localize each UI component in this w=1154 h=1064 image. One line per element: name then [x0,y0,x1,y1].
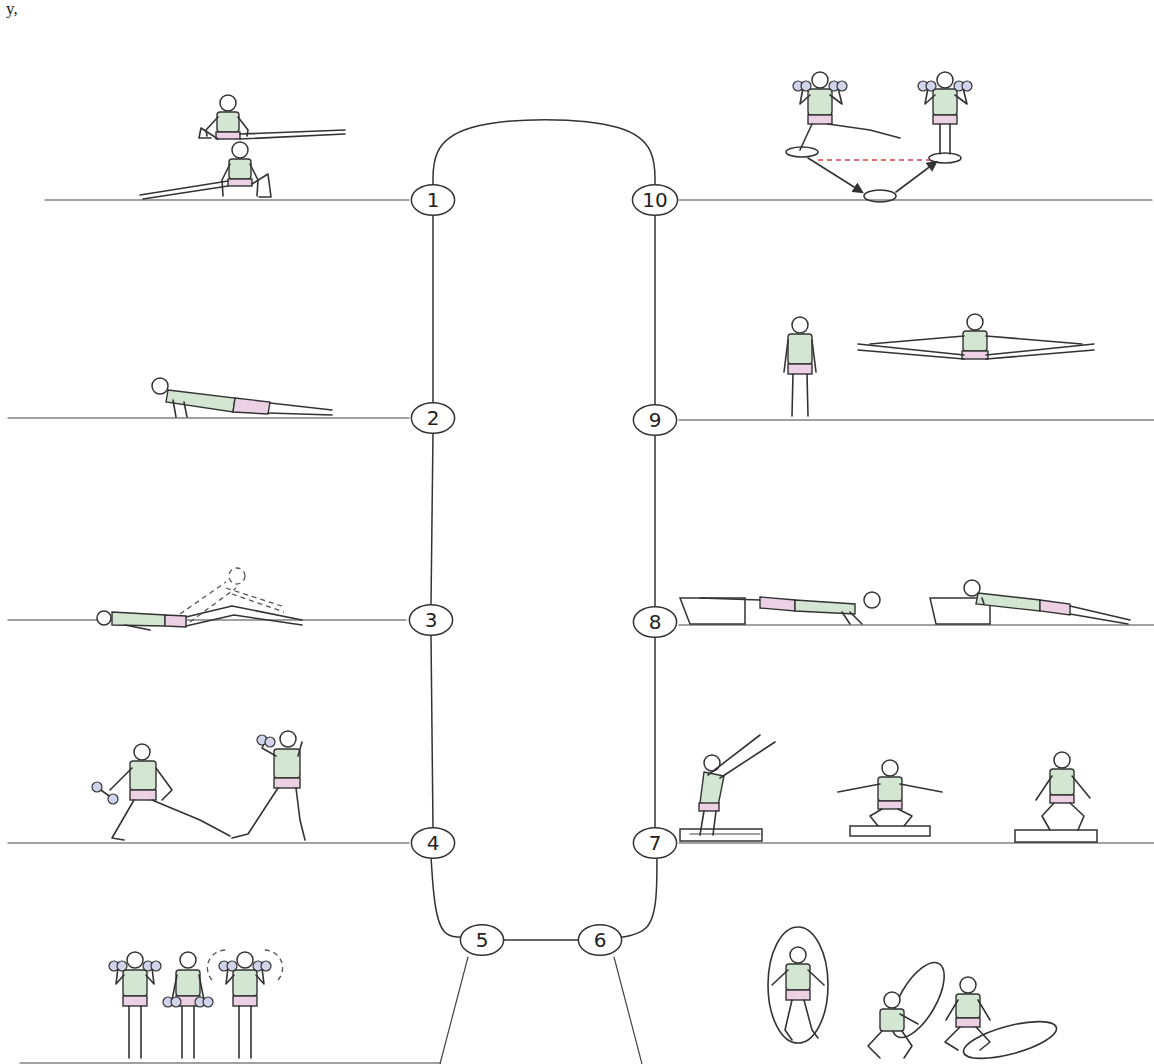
station-number: 4 [427,833,440,854]
circle-outline [460,925,503,956]
sit-up-figure [97,568,302,630]
station-rule [8,200,1154,1064]
station-circle: 6 [577,923,623,957]
side-lunge-figure [199,95,345,139]
boxing-figure [232,731,305,840]
station-text: 8 [649,612,662,633]
station-number: 8 [649,612,662,633]
circuit-line [654,435,656,606]
circuit-line [621,858,657,937]
page-fragment-text: y, [6,0,18,17]
circuit-line [654,215,656,404]
box-jump-figure [680,735,775,841]
station-number: 9 [649,410,662,431]
circle-outline [578,925,621,956]
straddle-jump-figure [858,314,1094,359]
circuit-line [431,433,433,604]
dumbbell-circle-figure [207,950,282,1058]
circle-outline [633,405,676,436]
station-text: 5 [476,930,489,951]
dumbbell-hold-figure [163,952,213,1058]
push-up-figure [152,378,332,417]
station-text: 6 [594,930,607,951]
station-circle: 8 [632,605,678,639]
circle-outline [411,403,454,434]
station-circle: 7 [632,826,678,860]
circle-outline [411,185,454,216]
box-jump-figure [1015,752,1097,842]
station-text: 10 [642,190,667,211]
station-text: 3 [425,610,438,631]
station-circle: 10 [631,183,679,217]
dumbbell-stand-figure [918,72,972,163]
station-circle: 5 [459,923,505,957]
station-circle: 2 [410,401,456,435]
circuit-line [431,635,433,827]
circuit-line [433,120,655,185]
station-number: 7 [649,833,662,854]
dumbbell-lunge-figure [786,72,900,157]
station-number: 6 [594,930,607,951]
circuit-line [654,637,656,827]
station-text: 2 [427,408,440,429]
station-text: 4 [427,833,440,854]
rope-jump-figure [945,977,1060,1064]
station-number: 5 [476,930,489,951]
circuit-line [432,215,434,402]
station-circle: 9 [632,403,678,437]
circle-outline [411,828,454,859]
station-circle: 3 [408,603,454,637]
circle-outline [633,607,676,638]
circle-outline [409,605,452,636]
station-number: 3 [425,610,438,631]
station-number: 2 [427,408,440,429]
rope-jump-figure [768,927,828,1043]
boxing-figure [92,744,230,840]
station-circle: 1 [410,183,456,217]
bench-plank-figure [680,592,880,624]
station-text: 1 [427,190,440,211]
station-text: 7 [649,833,662,854]
dumbbell-press-figure [109,952,161,1058]
bench-plank-figure [930,580,1130,624]
station-circle: 4 [410,826,456,860]
circle-outline [633,828,676,859]
box-jump-figure [838,760,942,836]
standing-figure [784,317,816,416]
rope-swing-figure [868,955,955,1058]
circuit-line [431,858,461,937]
shuttle-path [808,158,936,202]
circuit-line [504,939,579,941]
station-number: 10 [642,190,667,211]
circle-outline [632,185,677,216]
side-lunge-figure [140,142,271,199]
station-text: 9 [649,410,662,431]
station-number: 1 [427,190,440,211]
